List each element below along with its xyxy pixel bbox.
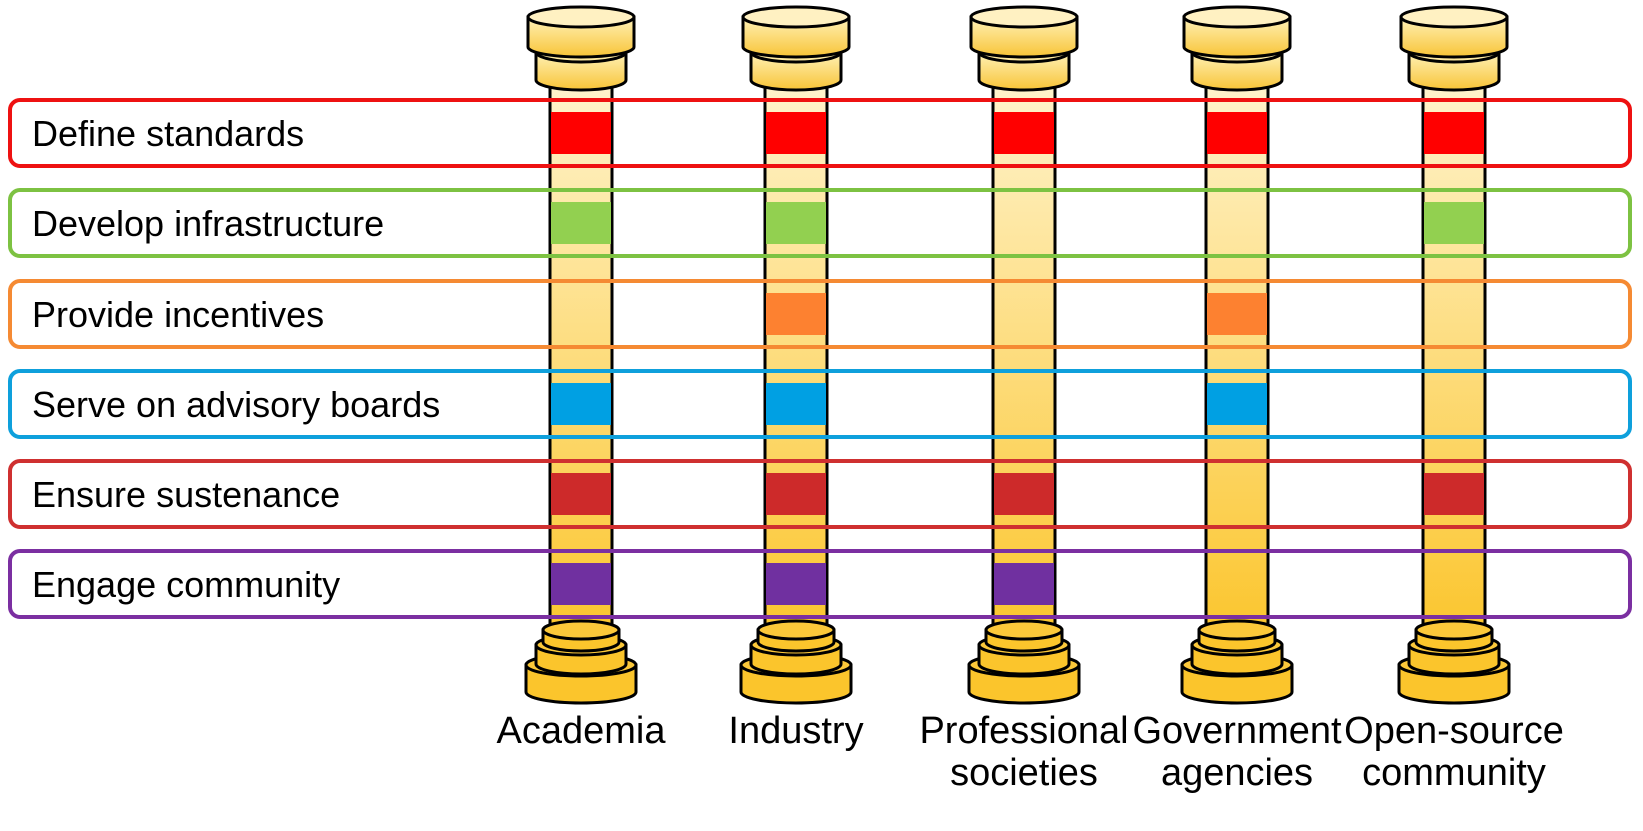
role-band <box>8 369 1632 439</box>
role-label: Serve on advisory boards <box>32 384 440 425</box>
pillar-role-mark <box>766 473 826 515</box>
pillar-role-mark <box>551 383 611 425</box>
pillar-label: Professional <box>919 710 1128 752</box>
role-band <box>8 98 1632 168</box>
pillar-shaft <box>763 73 829 642</box>
pillar-role-mark <box>766 563 826 605</box>
pillar-role-mark <box>994 563 1054 605</box>
role-row: Define standards <box>8 98 1632 168</box>
pillar <box>524 5 638 705</box>
pillar-role-mark <box>551 112 611 154</box>
pillar-role-mark <box>1207 112 1267 154</box>
pillar-label: societies <box>950 752 1098 794</box>
pillar-label: Academia <box>497 710 667 752</box>
pillar-shaft <box>548 73 614 642</box>
role-row: Engage community <box>8 549 1632 619</box>
pillar <box>1397 5 1511 705</box>
pillar-label: community <box>1362 752 1546 794</box>
role-row: Develop infrastructure <box>8 188 1632 258</box>
pillar-label: Open-source <box>1344 710 1564 752</box>
pillar-role-mark <box>1424 202 1484 244</box>
pillar-role-mark <box>1207 293 1267 335</box>
role-label: Engage community <box>32 564 340 605</box>
role-band <box>8 279 1632 349</box>
pillar-label: agencies <box>1161 752 1313 794</box>
pillar-role-mark <box>551 563 611 605</box>
pillar <box>1180 5 1294 705</box>
role-band <box>8 549 1632 619</box>
pillar-role-mark <box>551 202 611 244</box>
pillar-role-mark <box>766 112 826 154</box>
pillar-label: Government <box>1132 710 1342 752</box>
role-row: Ensure sustenance <box>8 459 1632 529</box>
pillar-label: Industry <box>728 710 863 752</box>
role-band <box>8 188 1632 258</box>
pillar-role-mark <box>551 473 611 515</box>
pillar-role-mark <box>1424 473 1484 515</box>
pillar-shaft <box>1204 73 1270 642</box>
marks-layer <box>551 112 1484 605</box>
role-label: Develop infrastructure <box>32 203 384 244</box>
pillar-shaft <box>1421 73 1487 642</box>
role-label: Ensure sustenance <box>32 474 340 515</box>
pillar-role-mark <box>766 202 826 244</box>
role-row: Serve on advisory boards <box>8 369 1632 439</box>
pillar-role-mark <box>766 293 826 335</box>
pillar-role-mark <box>766 383 826 425</box>
pillars-layer <box>524 5 1511 705</box>
pillar-role-mark <box>994 473 1054 515</box>
pillar-shaft <box>991 73 1057 642</box>
pillar <box>967 5 1081 705</box>
pillar-role-mark <box>994 112 1054 154</box>
role-label: Provide incentives <box>32 294 324 335</box>
role-row: Provide incentives <box>8 279 1632 349</box>
pillar <box>739 5 853 705</box>
pillar-role-mark <box>1424 112 1484 154</box>
pillar-role-mark <box>1207 383 1267 425</box>
role-band <box>8 459 1632 529</box>
role-label: Define standards <box>32 113 304 154</box>
